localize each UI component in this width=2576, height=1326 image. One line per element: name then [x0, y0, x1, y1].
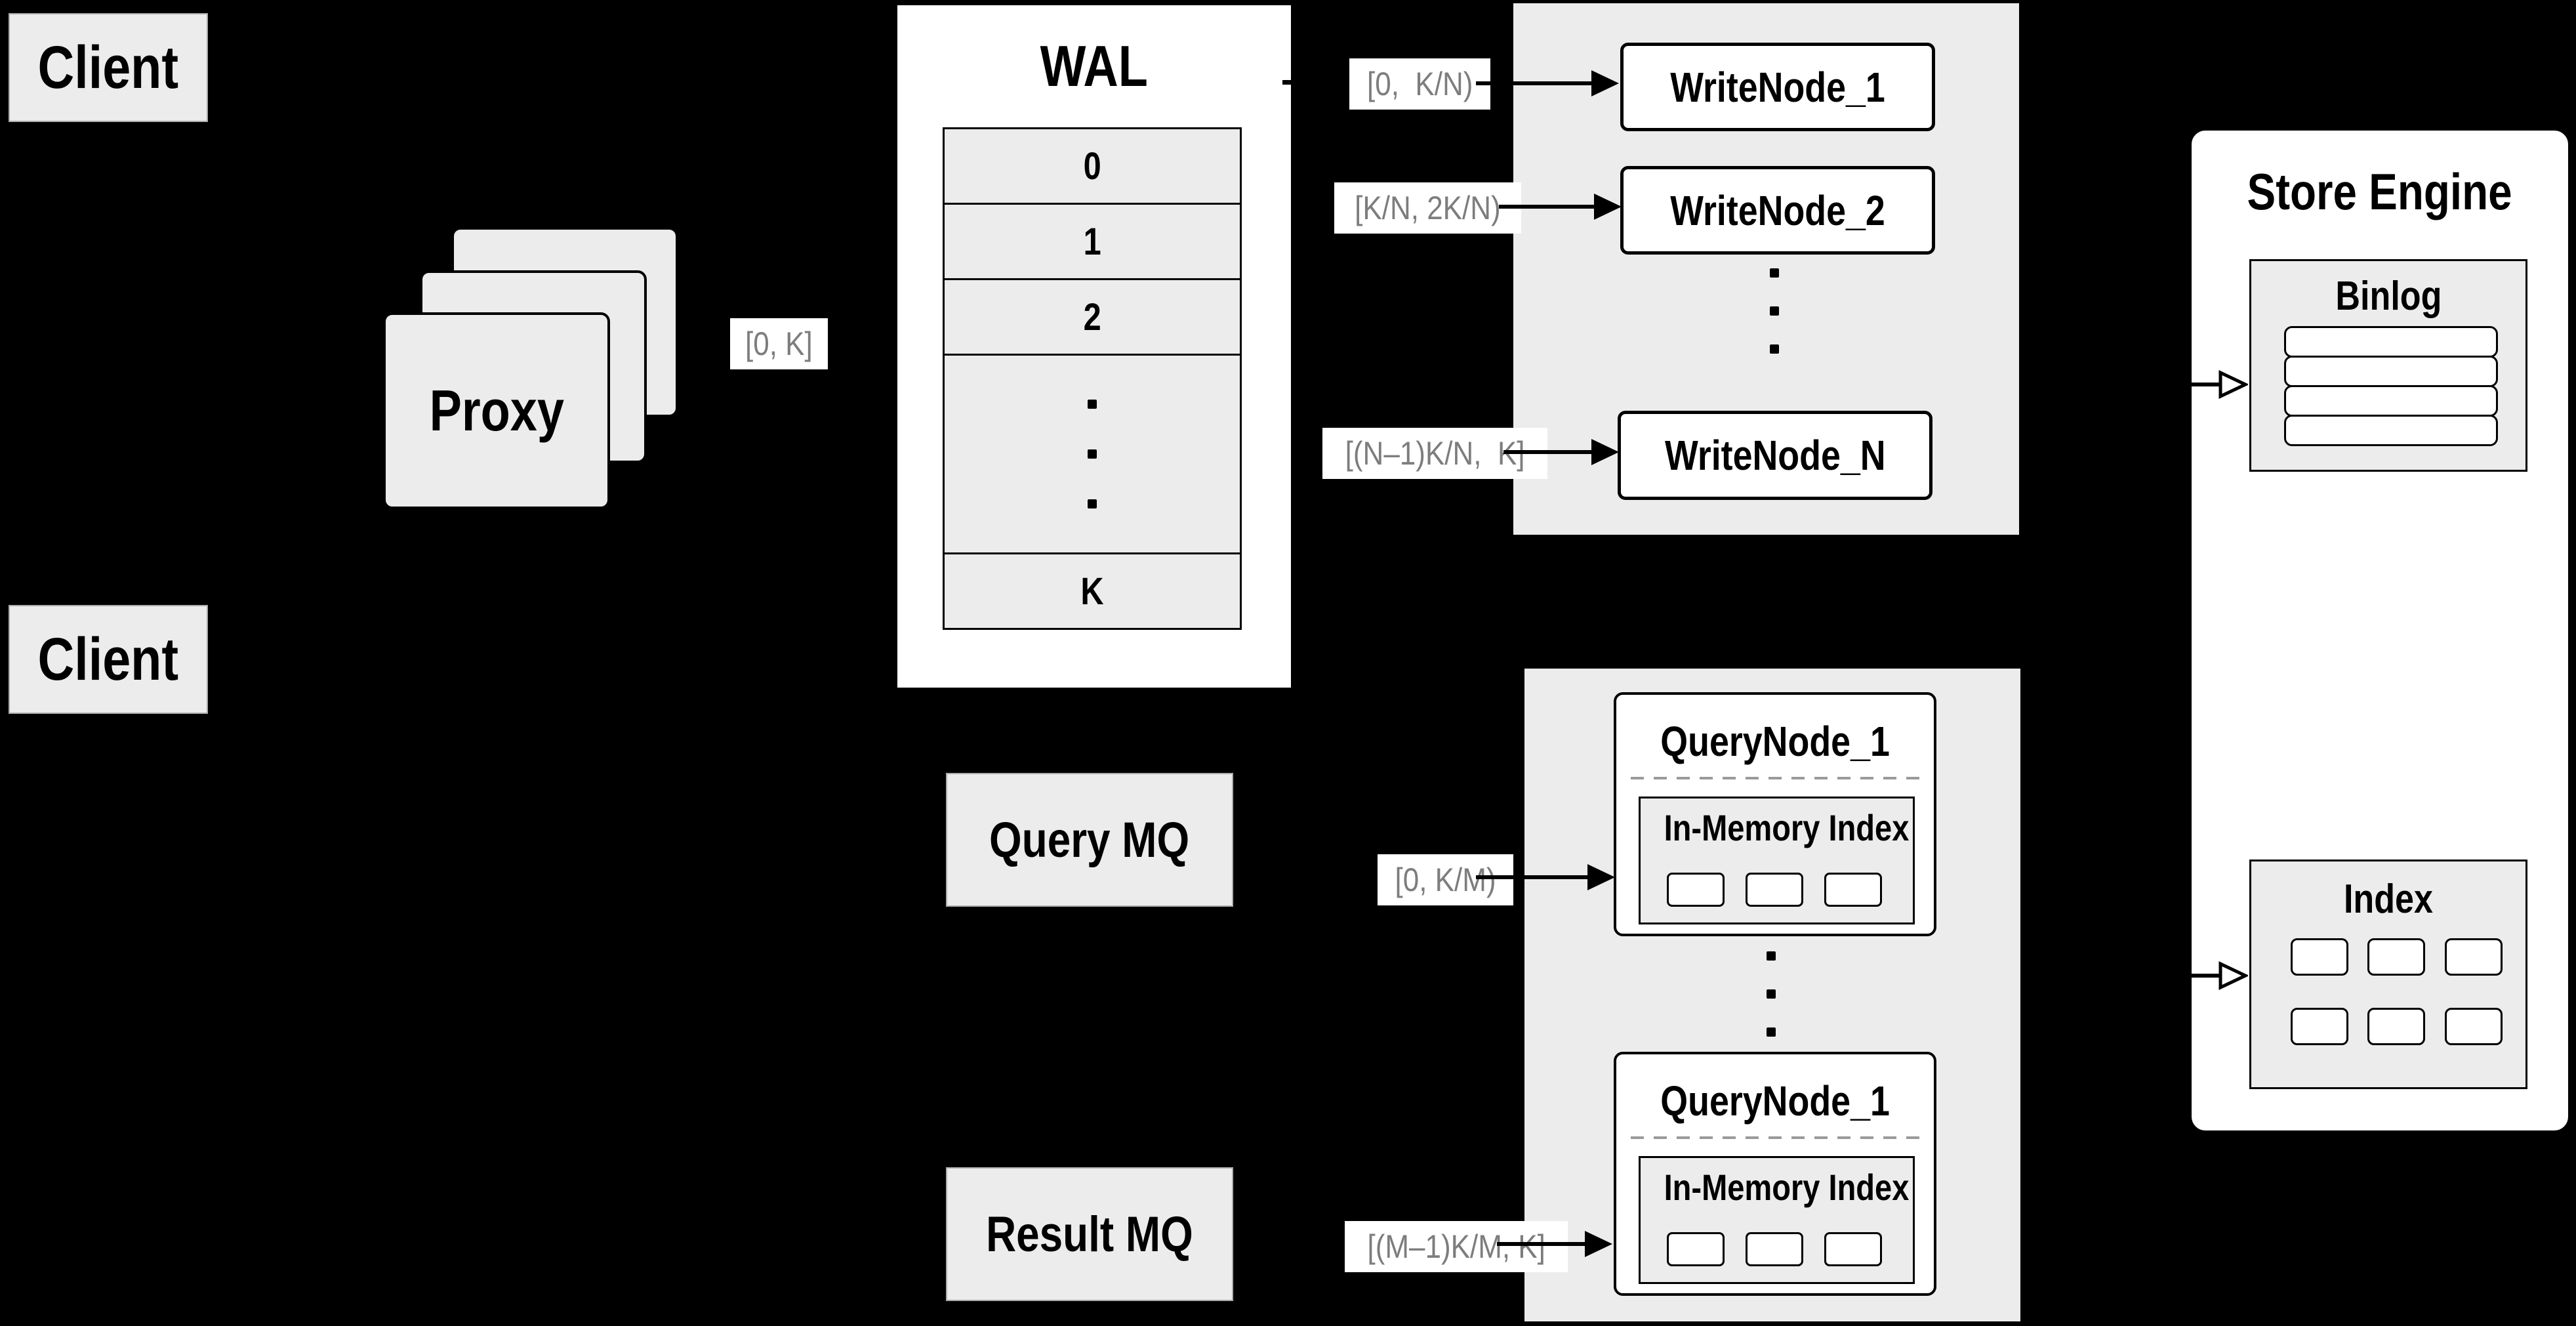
- proxy-label: Proxy: [429, 378, 564, 443]
- query-node-m-title: QueryNode_1: [1660, 1077, 1890, 1125]
- wal-slot-1: 1: [943, 203, 1242, 280]
- in-memory-index-title-1: In-Memory Index: [1664, 807, 1910, 848]
- binlog-title: Binlog: [2335, 274, 2442, 319]
- index-cell: [2445, 1008, 2503, 1045]
- write-node-1: WriteNode_1: [1620, 43, 1935, 131]
- index-cell: [2291, 938, 2348, 976]
- write-range-label-n: [(N–1)K/N, K]: [1322, 428, 1548, 479]
- arrow-line: [2132, 974, 2220, 978]
- binlog-row: [2284, 326, 2498, 358]
- store-engine-title: Store Engine: [2247, 163, 2513, 220]
- index-segment-cell: [1667, 873, 1725, 907]
- write-range-label-1: [0, K/N): [1349, 58, 1491, 110]
- in-memory-index-title-2: In-Memory Index: [1664, 1167, 1910, 1208]
- wal-box: WAL 0 1 2 K: [897, 5, 1291, 688]
- index-cell: [2367, 1008, 2425, 1045]
- query-mq-box: Query MQ: [946, 773, 1233, 907]
- arrow-right-icon: [1585, 1231, 1612, 1257]
- binlog-row: [2284, 356, 2498, 387]
- wal-slot-table: 0 1 2 K: [943, 127, 1242, 630]
- index-segment-cell: [1667, 1232, 1725, 1266]
- in-memory-index-box-2: In-Memory Index: [1639, 1156, 1915, 1284]
- proxy-range-label: [0, K]: [730, 318, 828, 369]
- query-mq-label: Query MQ: [989, 812, 1190, 868]
- wal-title: WAL: [1040, 33, 1149, 98]
- index-segment-cell: [1746, 873, 1803, 907]
- arrow-line: [1497, 1242, 1585, 1246]
- binlog-row: [2284, 385, 2498, 417]
- arrow-line: [1476, 875, 1587, 879]
- index-box: Index: [2249, 860, 2527, 1089]
- query-node-m: QueryNode_1 In-Memory Index: [1614, 1052, 1936, 1296]
- hollow-arrow-right-icon: [2218, 370, 2248, 399]
- arrow-right-icon: [1591, 70, 1619, 96]
- index-cell: [2445, 938, 2503, 976]
- query-range-label-1: [0, K/M): [1378, 854, 1514, 905]
- index-cell: [2367, 938, 2425, 976]
- arrow-right-icon: [1591, 439, 1619, 465]
- wal-slot-2: 2: [943, 278, 1242, 356]
- query-range-label-m: [(M–1)K/M, K]: [1345, 1221, 1568, 1272]
- vertical-ellipsis-icon: [1770, 268, 1779, 354]
- write-node-2: WriteNode_2: [1620, 166, 1935, 255]
- dashed-divider: [1631, 777, 1919, 779]
- in-memory-index-box-1: In-Memory Index: [1639, 797, 1915, 924]
- client-box-top: Client: [9, 13, 208, 122]
- index-segment-cell: [1824, 1232, 1882, 1266]
- binlog-row: [2284, 415, 2498, 446]
- vertical-ellipsis-icon: [1767, 951, 1776, 1037]
- arrow-line: [1476, 81, 1591, 85]
- result-mq-box: Result MQ: [946, 1167, 1233, 1301]
- hollow-arrow-right-icon: [2218, 961, 2248, 990]
- binlog-rows: [2284, 326, 2498, 446]
- query-node-1: QueryNode_1 In-Memory Index: [1614, 692, 1936, 936]
- client-box-bottom: Client: [9, 605, 208, 714]
- dashed-divider: [1631, 1136, 1919, 1139]
- index-title: Index: [2343, 877, 2434, 922]
- arrow-line: [1499, 205, 1594, 209]
- proxy-card-front: Proxy: [383, 312, 610, 509]
- arrow-right-icon: [1587, 864, 1615, 890]
- write-node-n: WriteNode_N: [1618, 411, 1932, 500]
- write-range-label-2: [K/N, 2K/N): [1334, 182, 1521, 234]
- wal-slot-0: 0: [943, 127, 1242, 205]
- wal-slot-k: K: [943, 552, 1242, 630]
- arrow-right-icon: [1594, 194, 1622, 220]
- vertical-ellipsis-icon: [1088, 400, 1097, 508]
- query-node-1-title: QueryNode_1: [1660, 718, 1890, 765]
- index-segment-cell: [1824, 873, 1882, 907]
- index-cell: [2291, 1008, 2348, 1045]
- wal-outgoing-line-stub: [1282, 80, 1293, 85]
- wal-slot-ellipsis: [943, 354, 1242, 554]
- arrow-line: [2132, 383, 2220, 386]
- binlog-box: Binlog: [2249, 259, 2527, 472]
- client-bottom-label: Client: [37, 625, 179, 693]
- arrow-line: [1503, 450, 1591, 454]
- client-top-label: Client: [37, 33, 179, 101]
- index-segment-cell: [1746, 1232, 1803, 1266]
- result-mq-label: Result MQ: [986, 1206, 1193, 1262]
